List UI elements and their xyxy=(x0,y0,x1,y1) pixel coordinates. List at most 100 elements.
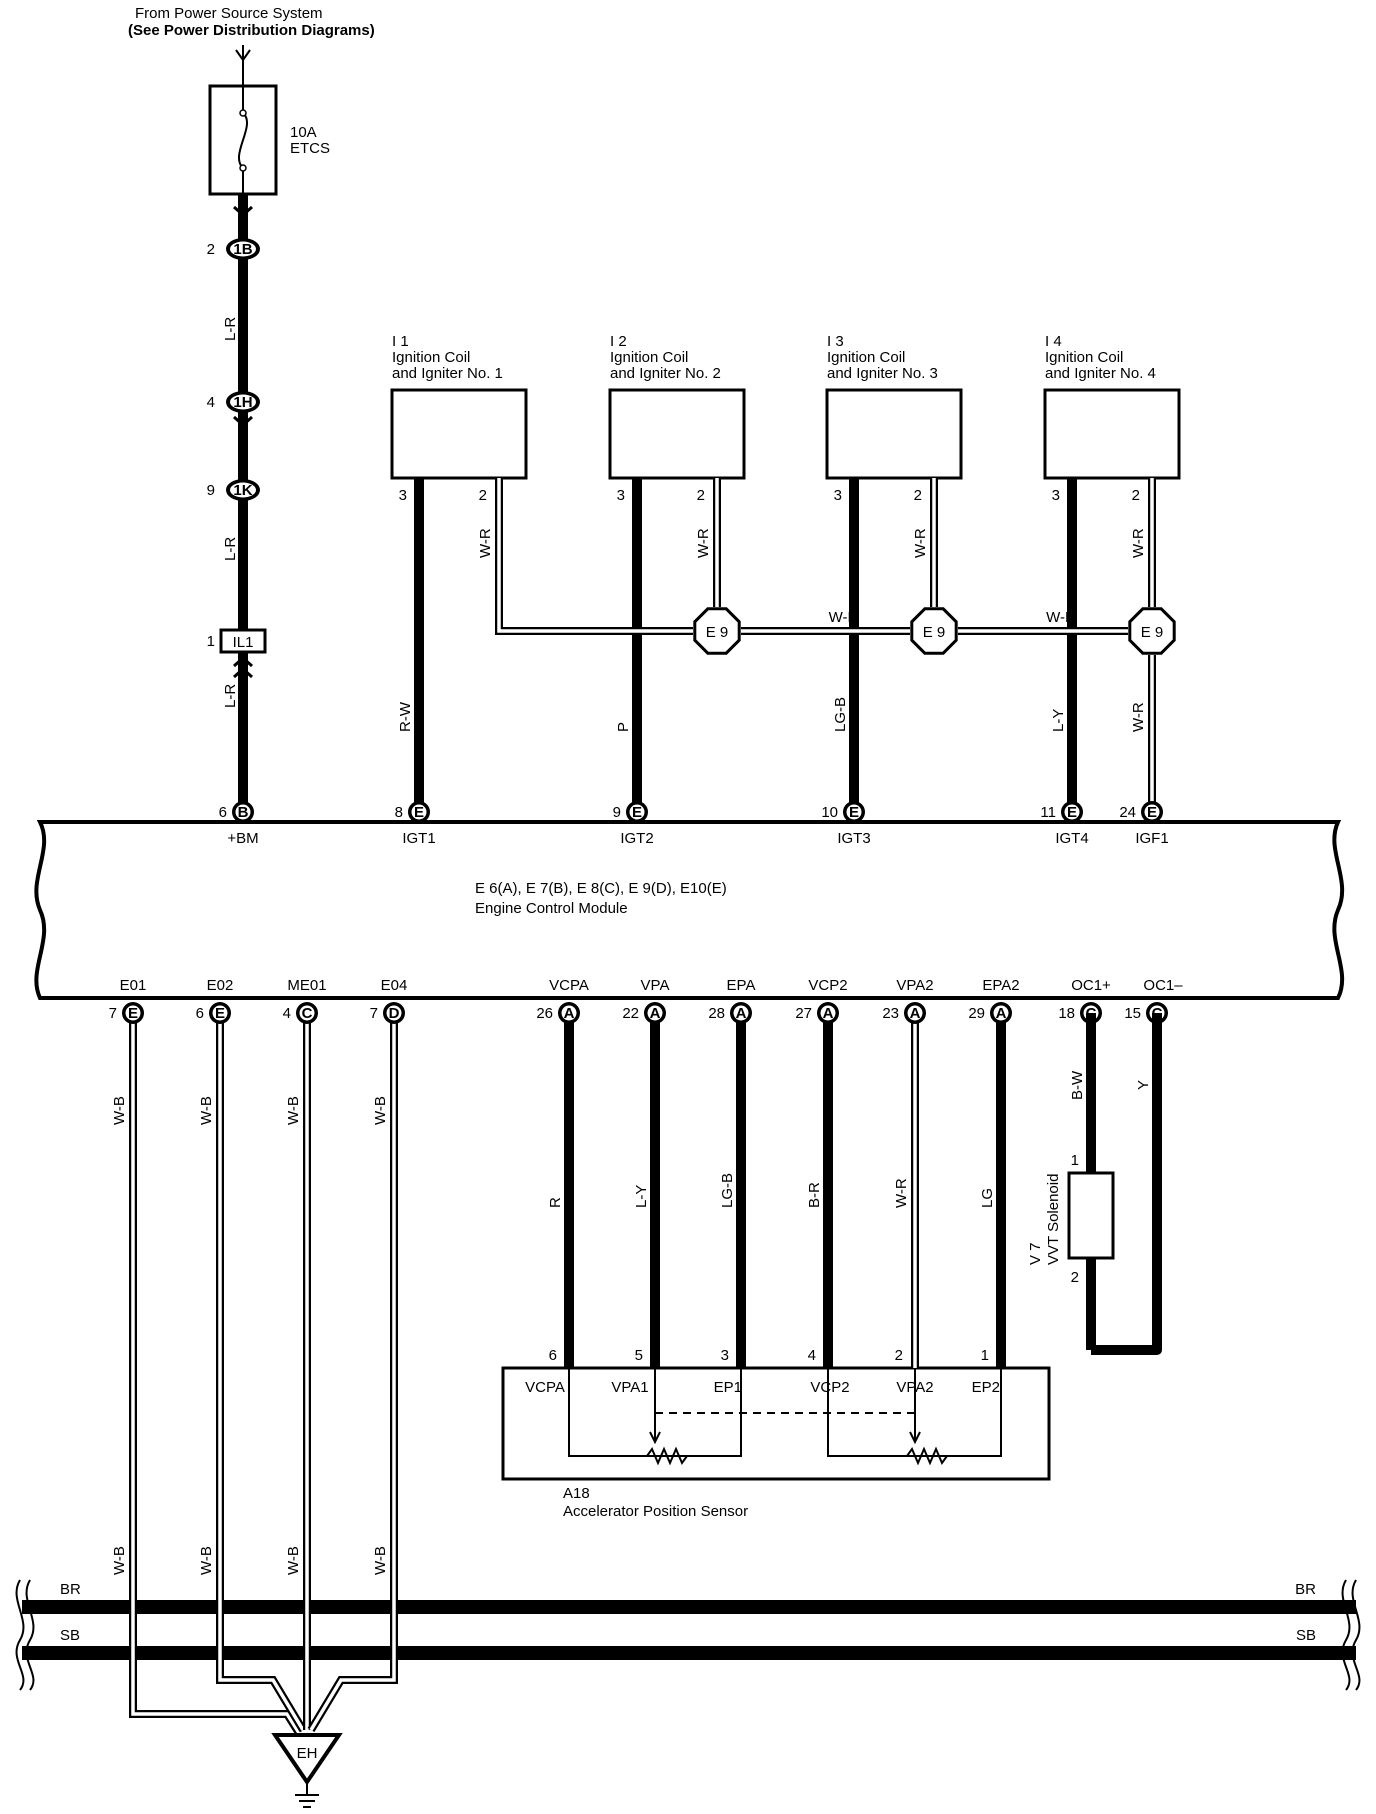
ecm-pin-igf-label: IGF1 xyxy=(1135,830,1168,847)
sensor-wire-VPA2-sensor-pin: 2 xyxy=(895,1347,903,1364)
coil-4-ecm-pin-letter: E xyxy=(1067,804,1077,821)
junction-3-label: E 9 xyxy=(1141,624,1164,641)
connector-IL1 xyxy=(219,628,267,654)
connector-IL1-pin: 1 xyxy=(207,633,215,650)
coil-2-box xyxy=(608,388,746,480)
source-line-1: From Power Source System xyxy=(135,5,323,22)
ground-E01-pin-number: 7 xyxy=(109,1005,117,1022)
coil-2-main-color: P xyxy=(615,722,632,732)
ground-E04-color-top: W-B xyxy=(372,1096,389,1125)
connector-1B-pin: 2 xyxy=(207,241,215,258)
sensor-wire-VPA2-ecm-label: VPA2 xyxy=(896,977,933,994)
harness-break-left-2 xyxy=(15,1579,25,1691)
sensor-wire-EPA-ecm-label: EPA xyxy=(727,977,756,994)
coil-2-ecm-pin-face xyxy=(629,804,645,820)
fuse-name: ETCS xyxy=(290,140,330,157)
sensor-wire-VPA-ecm-label: VPA xyxy=(641,977,670,994)
ocv-color-2: Y xyxy=(1135,1080,1152,1090)
sensor-wire-VPA2-ecm-pin-letter: A xyxy=(910,1005,921,1022)
solenoid-pin-2: 2 xyxy=(1071,1269,1079,1286)
sensor-wire-VCP2-color: B-R xyxy=(806,1182,823,1208)
source-arrow xyxy=(235,49,251,62)
solenoid-id: V 7 xyxy=(1027,1242,1044,1265)
sensor-wire-EPA-ecm-pin-letter: A xyxy=(736,1005,747,1022)
fuse-terminal-top xyxy=(239,109,247,117)
connector-1K-face xyxy=(230,482,256,498)
power-wire-color-1: L-R xyxy=(222,317,239,341)
sensor-terminal-VPA1: VPA1 xyxy=(611,1379,648,1396)
potentiometer-2-resistor xyxy=(906,1446,948,1466)
sensor-wire-EPA2-ecm-pin-letter: A xyxy=(996,1005,1007,1022)
coil-1-pin-2: 2 xyxy=(479,487,487,504)
connector-1H-pin: 4 xyxy=(207,394,215,411)
potentiometer-1-resistor xyxy=(646,1446,688,1466)
coil-4-signal-color: W-R xyxy=(1130,528,1147,558)
sensor-wire-VCP2-ecm-pin-number: 27 xyxy=(795,1005,812,1022)
sensor-wire-VCP2-ecm-label: VCP2 xyxy=(808,977,847,994)
junction-2 xyxy=(910,607,958,655)
coil-1-main-color: R-W xyxy=(397,701,414,732)
sensor-wire-VCPA-ecm-pin-number: 26 xyxy=(536,1005,553,1022)
harness-label-left-1: BR xyxy=(60,1581,81,1598)
coil-4-ecm-pin-label: IGT4 xyxy=(1055,830,1088,847)
sensor-wire-EPA2-ecm-pin-face xyxy=(993,1005,1009,1021)
coil-4-ecm-pin-face xyxy=(1064,804,1080,820)
ground-ME01-label: ME01 xyxy=(287,977,326,994)
ocv-wire-minus xyxy=(1091,1013,1162,1355)
coil-3-pin-3: 3 xyxy=(834,487,842,504)
ground-E04-wire-inner xyxy=(309,1013,396,1731)
coil-4-id: I 4 xyxy=(1045,333,1062,350)
coil-4-pin-2: 2 xyxy=(1132,487,1140,504)
junction-2-label: E 9 xyxy=(923,624,946,641)
coil-3-pin-2: 2 xyxy=(914,487,922,504)
sensor-wire-EPA2-ecm-pin-number: 29 xyxy=(968,1005,985,1022)
ground-ME01-pin-number: 4 xyxy=(283,1005,291,1022)
ground-ME01-pin-face xyxy=(299,1005,315,1021)
ground-E01-wire-inner xyxy=(131,1013,301,1734)
chevron-up-icon-0 xyxy=(233,666,253,679)
coil-3-box xyxy=(825,388,963,480)
coil-1-signal-color: W-R xyxy=(477,528,494,558)
ground-E02-pin-number: 6 xyxy=(196,1005,204,1022)
coil-4-pin-3: 3 xyxy=(1052,487,1060,504)
ground-E01-label: E01 xyxy=(120,977,147,994)
signal-wire-coil-1-inner xyxy=(497,478,693,633)
coil-2-name-1: Ignition Coil xyxy=(610,349,688,366)
coil-3-id: I 3 xyxy=(827,333,844,350)
coil-3-ecm-pin-number: 10 xyxy=(821,804,838,821)
signal-wire-coil-1 xyxy=(495,478,693,635)
ground-E01-pin-letter: E xyxy=(128,1005,138,1022)
ground-ME01-pin-letter: C xyxy=(302,1005,313,1022)
sensor-terminal-VCPA: VCPA xyxy=(525,1379,565,1396)
connector-1H-label: 1H xyxy=(233,394,252,411)
coil-3-signal-color: W-R xyxy=(912,528,929,558)
sensor-wire-VCP2-ecm-pin-face xyxy=(820,1005,836,1021)
sensor-wire-VCPA-ecm-label: VCPA xyxy=(549,977,589,994)
coil-2-pin-2: 2 xyxy=(697,487,705,504)
harness-label-right-2: SB xyxy=(1296,1627,1316,1644)
ocv-pin-1-number: 18 xyxy=(1058,1005,1075,1022)
ground-E02-pin-face xyxy=(212,1005,228,1021)
ecm-pin-igf-face xyxy=(1144,804,1160,820)
connector-1B-label: 1B xyxy=(233,241,252,258)
sensor-wire-VPA-ecm-pin-number: 22 xyxy=(622,1005,639,1022)
sensor-wire-EPA-color: LG-B xyxy=(719,1173,736,1208)
ocv-pin-2-number: 15 xyxy=(1124,1005,1141,1022)
ground-E02-pin-letter: E xyxy=(215,1005,225,1022)
coil-3-name-1: Ignition Coil xyxy=(827,349,905,366)
ecm-pin-bm-number: 6 xyxy=(219,804,227,821)
junction-1 xyxy=(693,607,741,655)
bus-color-1: W-R xyxy=(829,609,859,626)
coil-2-name-2: and Igniter No. 2 xyxy=(610,365,721,382)
chevron-down-icon-1 xyxy=(233,415,253,428)
ground-E04-pin-face xyxy=(386,1005,402,1021)
coil-4-name-2: and Igniter No. 4 xyxy=(1045,365,1156,382)
connector-1B-face xyxy=(230,241,256,257)
sensor-wire-EPA2-color: LG xyxy=(979,1188,996,1208)
harness-break-right-2 xyxy=(1341,1579,1351,1691)
ground-E02-color-top: W-B xyxy=(198,1096,215,1125)
coil-1-ecm-pin-label: IGT1 xyxy=(402,830,435,847)
ocv-color-1: B-W xyxy=(1069,1070,1086,1100)
ground-E02-label: E02 xyxy=(207,977,234,994)
